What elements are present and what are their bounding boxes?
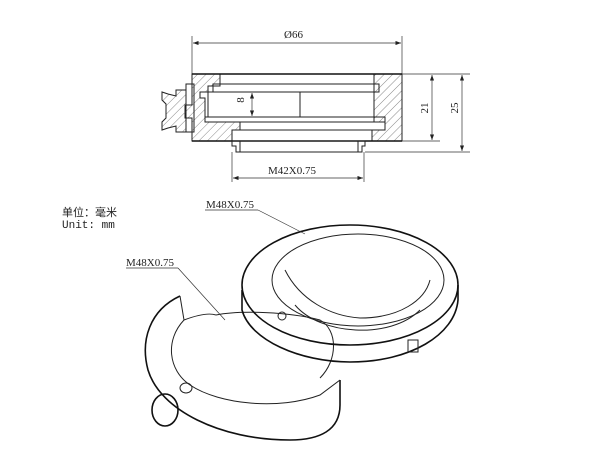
height-21-label: 21 — [419, 103, 431, 114]
isometric-view: M48X0.75 M48X0.75 — [126, 199, 459, 441]
unit-label-english: Unit: mm — [62, 220, 115, 232]
unit-label-chinese: 单位：毫米 — [62, 206, 117, 219]
height-25-label: 25 — [449, 102, 461, 114]
upper-ring-thread-label: M48X0.75 — [206, 199, 254, 211]
diameter-label: Ø66 — [284, 29, 303, 41]
lower-ring-thread-label: M48X0.75 — [126, 257, 174, 269]
bottom-thread-label: M42X0.75 — [268, 165, 316, 177]
slot-height-label: 8 — [235, 97, 247, 103]
section-view: Ø66 8 21 25 M42X0.75 — [161, 29, 470, 182]
